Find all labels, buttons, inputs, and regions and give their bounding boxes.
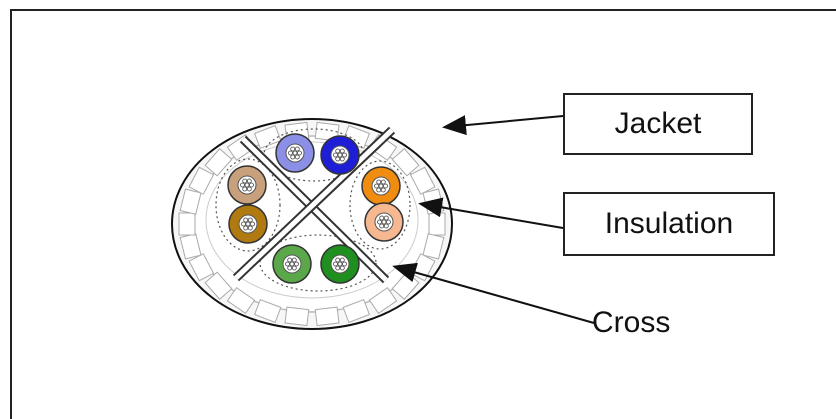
jacket-arrow: [442, 115, 564, 136]
conductor-brown-white: [227, 165, 267, 205]
jacket-label-box: Jacket: [563, 93, 753, 155]
jacket-ridge: [314, 121, 340, 142]
jacket-ridge: [391, 148, 420, 177]
jacket-ridge: [284, 306, 310, 327]
jacket-ridge: [409, 166, 436, 195]
cross-label: Cross: [592, 306, 671, 339]
jacket-ridge: [188, 166, 215, 195]
jacket-ridge: [368, 286, 398, 315]
pair-group-left: [215, 158, 281, 252]
pair-group-bottom: [259, 234, 377, 292]
figure-frame: [10, 9, 836, 419]
insulation-label-box: Insulation: [563, 192, 775, 256]
insulation-arrow: [418, 197, 564, 229]
jacket-ridge: [178, 212, 196, 236]
jacket-ridge: [314, 306, 340, 327]
conductor-orange-white: [364, 202, 404, 242]
cross-arrow: [392, 262, 595, 324]
jacket-ridge: [204, 271, 233, 300]
jacket-ridge: [226, 286, 256, 315]
conductor-brown: [228, 204, 268, 244]
jacket-ridge: [422, 233, 445, 260]
jacket-ridge: [188, 253, 215, 282]
jacket-ridge: [428, 212, 446, 236]
conductor-green-white: [272, 244, 312, 284]
conductors: [227, 133, 404, 284]
jacket-ridge: [204, 148, 233, 177]
conductor-blue-white: [275, 133, 315, 173]
jacket-ridge: [179, 188, 202, 215]
conductor-green: [320, 244, 360, 284]
jacket-ridge: [253, 298, 282, 324]
insulation-label: Insulation: [604, 207, 734, 240]
jacket-ridge: [179, 233, 202, 260]
jacket-label: Jacket: [614, 107, 702, 140]
jacket-ridge: [253, 124, 282, 150]
cross-separator: [232, 126, 396, 284]
conductor-orange: [361, 166, 401, 206]
jacket-ridge: [342, 298, 371, 324]
conductor-blue: [320, 135, 360, 175]
pair-group-right: [349, 160, 411, 250]
